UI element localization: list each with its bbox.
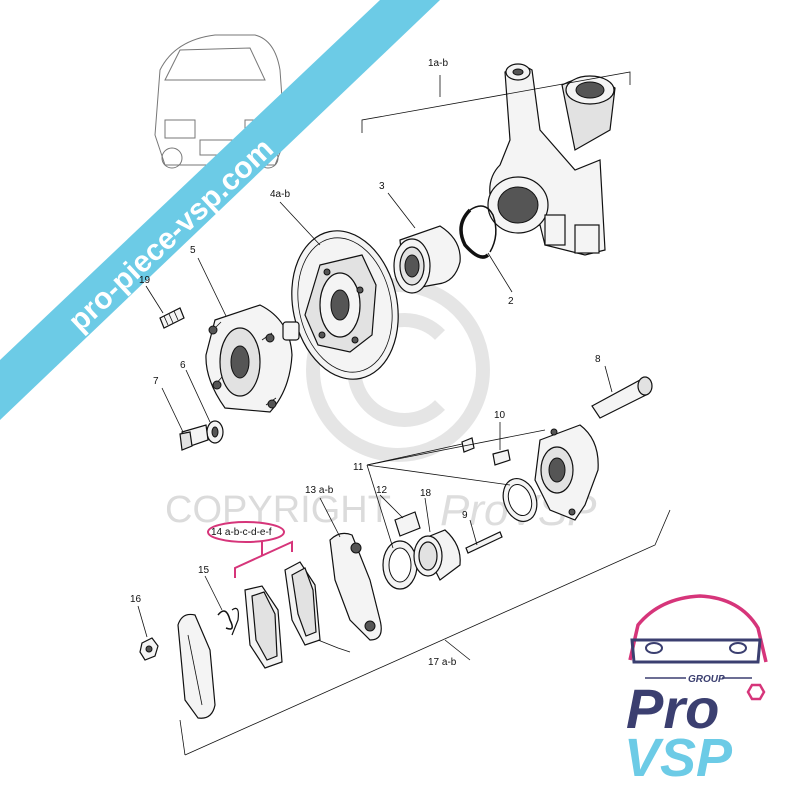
part-14-brake-pad-inner: [244, 585, 351, 669]
part-7-bolt: [179, 424, 209, 451]
callout-18: 18: [420, 488, 432, 499]
callout-9: 9: [462, 510, 468, 521]
logo-line1: Pro: [626, 677, 719, 740]
part-3-bearing: [393, 225, 461, 294]
part-18-piston: [413, 529, 461, 581]
part-6-washer: [206, 420, 224, 444]
callout-12: 12: [376, 485, 388, 496]
callout-1: 1a-b: [428, 58, 448, 69]
callout-13: 13 a-b: [305, 485, 334, 496]
callout-15: 15: [198, 565, 210, 576]
callout-6: 6: [180, 360, 186, 371]
part-14-brake-pad-outer: [284, 561, 321, 646]
provsp-logo: GROUP Pro VSP: [624, 594, 768, 788]
part-16-nut: [139, 637, 159, 661]
callout-17: 17 a-b: [428, 657, 457, 668]
callout-labels: 1a-b 2 3 4a-b 5 6 7 8 9 10 11 12 13 a-b …: [130, 58, 601, 668]
part-12-sleeve: [394, 511, 421, 537]
leader-lines: [137, 192, 613, 638]
callout-19: 19: [139, 275, 151, 286]
callout-3: 3: [379, 181, 385, 192]
part-11-seal: [502, 478, 538, 522]
logo-group-text: GROUP: [688, 674, 725, 685]
part-10-bleed-screw: [492, 449, 511, 466]
part-1-steering-knuckle: [487, 63, 616, 256]
part-9-pin: [465, 531, 503, 554]
part-8-guide-pin: [591, 376, 653, 419]
part-14-highlight: [207, 521, 293, 578]
part-anti-rattle-plate: [177, 613, 216, 719]
logo-line2: VSP: [624, 728, 733, 788]
callout-5: 5: [190, 245, 196, 256]
part-13-caliper-bracket: [329, 532, 382, 641]
part-19-wheel-stud: [159, 307, 185, 329]
callout-2: 2: [508, 296, 514, 307]
part-15-clip: [217, 607, 239, 636]
part-4-brake-disc: [291, 230, 399, 380]
callout-8: 8: [595, 354, 601, 365]
callout-14: 14 a-b-c-d-e-f: [211, 527, 272, 538]
callout-11: 11: [353, 462, 364, 473]
part-17-caliper-body: [534, 424, 599, 521]
part-5-wheel-hub: [205, 304, 300, 413]
part-2-circlip: [459, 205, 497, 259]
callout-10: 10: [494, 410, 506, 421]
group-bracket-lines: [179, 71, 671, 756]
callout-4: 4a-b: [270, 189, 290, 200]
copyright-text: COPYRIGHT: [165, 489, 391, 531]
callout-16: 16: [130, 594, 142, 605]
callout-7: 7: [153, 376, 159, 387]
banner-text: pro-piece-vsp.com: [62, 132, 280, 338]
part-11-ring: [382, 540, 418, 590]
